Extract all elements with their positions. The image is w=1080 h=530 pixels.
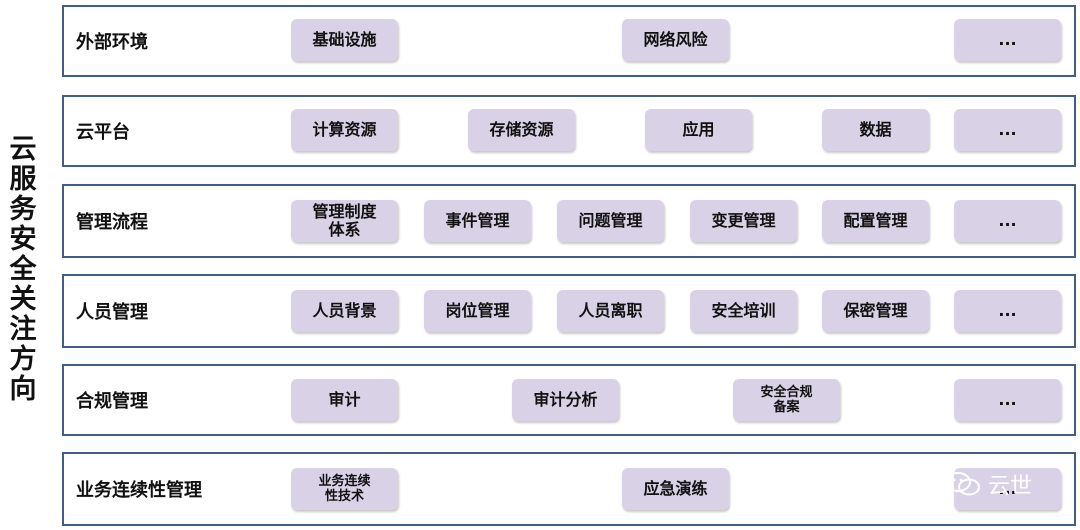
chip-compliance-filing[interactable]: 安全合规 备案 [733, 379, 840, 421]
watermark-text: 云世 [988, 474, 1033, 499]
row-external-environment: 外部环境 [62, 5, 1076, 77]
chip-network-risk[interactable]: 网络风险 [622, 19, 729, 61]
chip-more[interactable]: ... [954, 109, 1061, 151]
chip-position-management[interactable]: 岗位管理 [424, 290, 531, 332]
chip-continuity-technology[interactable]: 业务连续 性技术 [291, 468, 398, 510]
chip-configuration-management[interactable]: 配置管理 [822, 200, 929, 242]
row-label: 业务连续性管理 [76, 480, 202, 501]
wechat-icon [945, 472, 980, 496]
chip-audit-analysis[interactable]: 审计分析 [512, 379, 619, 421]
chip-personnel-background[interactable]: 人员背景 [291, 290, 398, 332]
chip-more[interactable]: ... [954, 290, 1061, 332]
chip-audit[interactable]: 审计 [291, 379, 398, 421]
row-business-continuity: 业务连续性管理 [62, 452, 1076, 526]
chip-confidentiality-management[interactable]: 保密管理 [822, 290, 929, 332]
chip-incident-management[interactable]: 事件管理 [424, 200, 531, 242]
chip-personnel-departure[interactable]: 人员离职 [557, 290, 664, 332]
row-label: 合规管理 [76, 391, 148, 412]
chip-more[interactable]: ... [954, 19, 1061, 61]
chip-data[interactable]: 数据 [822, 109, 929, 151]
side-title: 云服务安全关注方向 [9, 134, 37, 405]
chip-problem-management[interactable]: 问题管理 [557, 200, 664, 242]
chip-applications[interactable]: 应用 [645, 109, 752, 151]
chip-change-management[interactable]: 变更管理 [690, 200, 797, 242]
chip-more[interactable]: ... [954, 200, 1061, 242]
row-label: 云平台 [76, 122, 130, 143]
chip-more[interactable]: ... [954, 379, 1061, 421]
chip-compute-resources[interactable]: 计算资源 [291, 109, 398, 151]
row-label: 外部环境 [76, 32, 148, 53]
watermark: 云世 [944, 468, 1032, 500]
chip-more[interactable]: ... [954, 468, 1061, 510]
chip-storage-resources[interactable]: 存储资源 [468, 109, 575, 151]
chip-security-training[interactable]: 安全培训 [690, 290, 797, 332]
chip-emergency-drill[interactable]: 应急演练 [622, 468, 729, 510]
row-label: 管理流程 [76, 212, 148, 233]
row-label: 人员管理 [76, 302, 148, 323]
chip-infrastructure[interactable]: 基础设施 [291, 19, 398, 61]
chip-management-system[interactable]: 管理制度 体系 [291, 200, 398, 242]
